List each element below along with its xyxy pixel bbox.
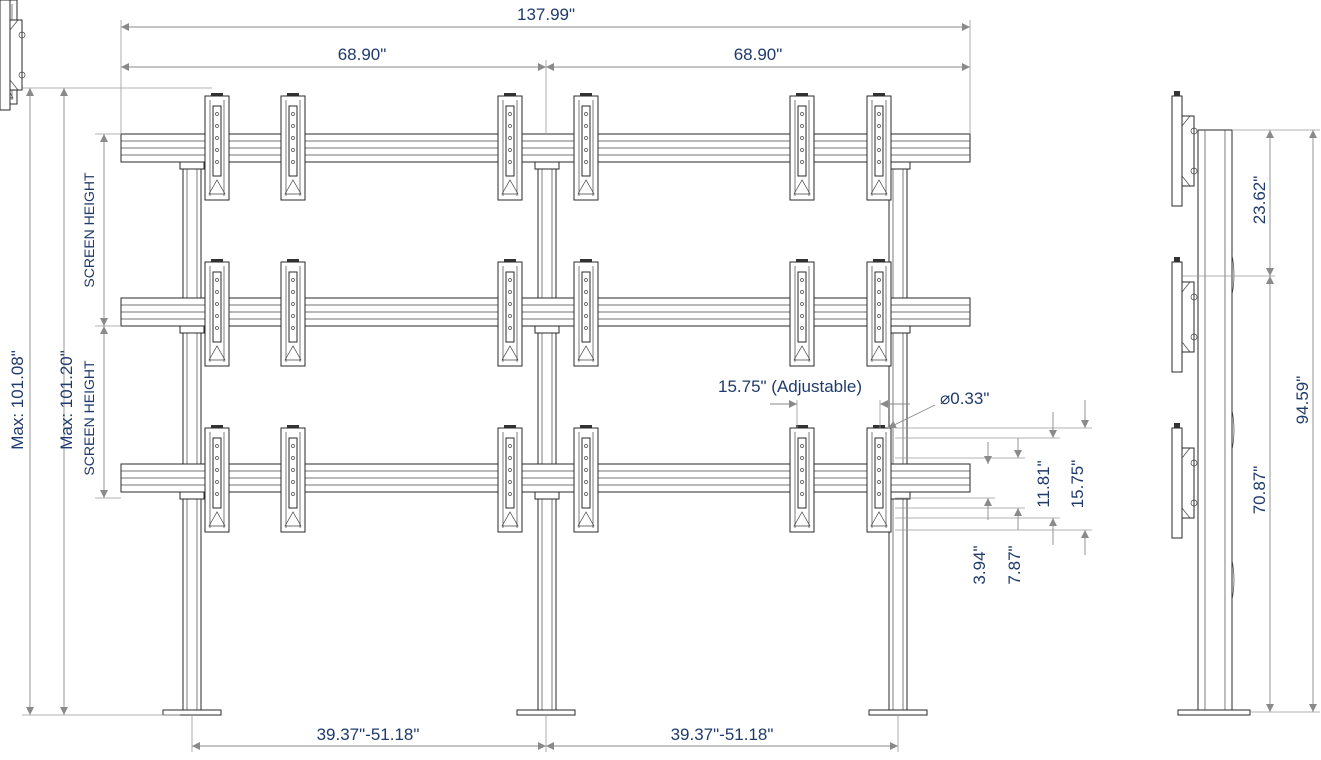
adjustable-spacing-label: 15.75" (Adjustable) <box>718 377 862 396</box>
dim-15-75-label: 15.75" <box>1068 460 1087 509</box>
side-dim-70-87-label: 70.87" <box>1250 466 1269 515</box>
half-width-left-label: 68.90" <box>338 45 387 64</box>
side-view: 23.62" 70.87" 94.59" <box>0 0 1320 716</box>
side-dim-23-62-label: 23.62" <box>1250 176 1269 225</box>
mounting-brackets <box>0 0 892 533</box>
front-view-dimensions: 137.99" 68.90" 68.90" Max: 101.08" Max: … <box>8 5 1092 752</box>
half-width-right-label: 68.90" <box>734 45 783 64</box>
base-width-right-label: 39.37"-51.18" <box>671 725 774 744</box>
rail-clamps <box>179 161 911 500</box>
max-height-outer-label: Max: 101.08" <box>8 350 27 450</box>
overall-width-label: 137.99" <box>517 5 575 24</box>
dim-7-87-label: 7.87" <box>1005 545 1024 584</box>
base-width-left-label: 39.37"-51.18" <box>317 725 420 744</box>
diameter-label: ⌀0.33" <box>940 389 989 408</box>
front-view <box>0 0 971 716</box>
side-brackets <box>0 0 1198 539</box>
max-height-inner-label: Max: 101.20" <box>57 350 76 450</box>
dim-3-94-label: 3.94" <box>970 545 989 584</box>
dim-11-81-label: 11.81" <box>1034 460 1053 507</box>
horizontal-rails <box>120 133 971 493</box>
vertical-poles <box>182 133 908 713</box>
screen-height-top-label: SCREEN HEIGHT <box>81 172 97 288</box>
screen-height-bottom-label: SCREEN HEIGHT <box>81 360 97 476</box>
base-feet <box>162 709 928 716</box>
side-dim-94-59-label: 94.59" <box>1293 376 1312 425</box>
